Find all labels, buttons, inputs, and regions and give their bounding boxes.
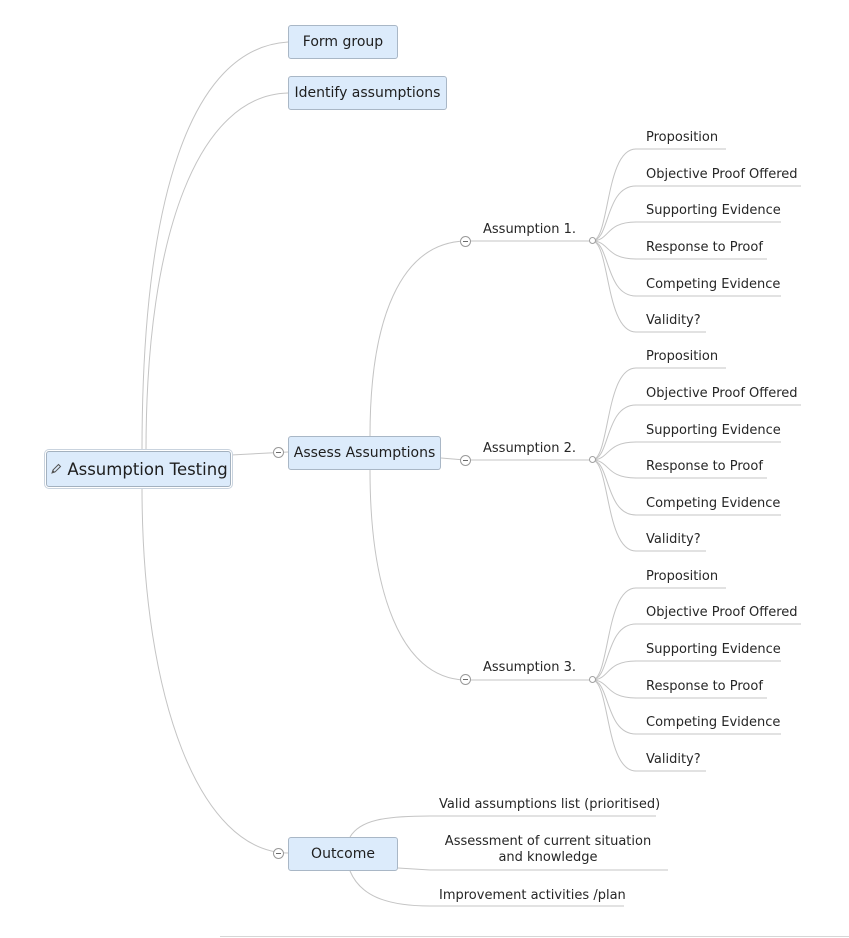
outcome-assessment[interactable]: Assessment of current situation and know… <box>444 834 652 865</box>
a2-validity[interactable]: Validity? <box>646 532 701 547</box>
fan-connector-a1 <box>591 240 637 260</box>
topic-form-group-label: Form group <box>302 34 384 50</box>
outcome-improvement[interactable]: Improvement activities /plan <box>439 888 626 903</box>
collapse-assumption-3-toggle[interactable] <box>460 674 471 685</box>
topic-form-group[interactable]: Form group <box>288 25 398 59</box>
connector-assess-a3 <box>369 469 466 681</box>
a2-objective-proof[interactable]: Objective Proof Offered <box>646 386 798 401</box>
a2-competing-evidence[interactable]: Competing Evidence <box>646 496 781 511</box>
topic-identify-label: Identify assumptions <box>294 85 441 101</box>
connector-root-identify <box>145 92 289 452</box>
assumption-2-label[interactable]: Assumption 2. <box>483 441 577 456</box>
fan-connector-a3 <box>591 679 637 735</box>
topic-identify-assumptions[interactable]: Identify assumptions <box>288 76 447 110</box>
a3-objective-proof[interactable]: Objective Proof Offered <box>646 605 798 620</box>
pencil-icon <box>49 462 63 476</box>
fan-connector-a2 <box>591 441 637 461</box>
assumption-1-label[interactable]: Assumption 1. <box>483 222 577 237</box>
fan-connector-a2 <box>591 459 637 516</box>
a1-response-to-proof[interactable]: Response to Proof <box>646 240 763 255</box>
a1-objective-proof[interactable]: Objective Proof Offered <box>646 167 798 182</box>
fan-connector-a3 <box>591 679 637 699</box>
outcome-valid-list[interactable]: Valid assumptions list (prioritised) <box>439 797 661 812</box>
assumption-3-label[interactable]: Assumption 3. <box>483 660 577 675</box>
fan-connector-a2 <box>591 459 637 552</box>
fan-connector-a2 <box>591 404 637 461</box>
a3-supporting-evidence[interactable]: Supporting Evidence <box>646 642 781 657</box>
fan-connector-a2 <box>591 459 637 479</box>
topic-outcome[interactable]: Outcome <box>288 837 398 871</box>
a2-response-to-proof[interactable]: Response to Proof <box>646 459 763 474</box>
connector-root-outcome <box>141 486 289 854</box>
branch-joint <box>589 676 596 683</box>
fan-connector-a1 <box>591 221 637 242</box>
canvas-bottom-edge <box>220 936 849 937</box>
connector-outcome-assessment <box>397 867 431 871</box>
collapse-assumption-2-toggle[interactable] <box>460 455 471 466</box>
fan-connector-a1 <box>591 185 637 242</box>
fan-connector-a1 <box>591 240 637 333</box>
a1-supporting-evidence[interactable]: Supporting Evidence <box>646 203 781 218</box>
fan-connector-a1 <box>591 148 637 242</box>
a3-response-to-proof[interactable]: Response to Proof <box>646 679 763 694</box>
a3-validity[interactable]: Validity? <box>646 752 701 767</box>
fan-connector-a3 <box>591 679 637 772</box>
fan-connector-a1 <box>591 240 637 297</box>
collapse-outcome-toggle[interactable] <box>273 848 284 859</box>
fan-connector-a3 <box>591 623 637 681</box>
branch-joint <box>589 237 596 244</box>
a1-proposition[interactable]: Proposition <box>646 130 719 145</box>
a3-proposition[interactable]: Proposition <box>646 569 719 584</box>
connector-root-form-group <box>141 41 289 452</box>
collapse-assess-toggle[interactable] <box>273 447 284 458</box>
a1-validity[interactable]: Validity? <box>646 313 701 328</box>
a2-supporting-evidence[interactable]: Supporting Evidence <box>646 423 781 438</box>
branch-joint <box>589 456 596 463</box>
fan-connector-a2 <box>591 367 637 461</box>
topic-outcome-label: Outcome <box>311 846 375 862</box>
connector-assess-a1 <box>369 240 466 437</box>
root-topic[interactable]: Assumption Testing <box>46 451 231 487</box>
connector-outcome-improvement <box>349 870 431 907</box>
topic-assess-assumptions[interactable]: Assess Assumptions <box>288 436 441 470</box>
fan-connector-a3 <box>591 587 637 681</box>
connector-outcome-valid <box>349 815 431 838</box>
root-topic-label: Assumption Testing <box>67 459 228 479</box>
a1-competing-evidence[interactable]: Competing Evidence <box>646 277 781 292</box>
a2-proposition[interactable]: Proposition <box>646 349 719 364</box>
collapse-assumption-1-toggle[interactable] <box>460 236 471 247</box>
topic-assess-label: Assess Assumptions <box>293 445 436 461</box>
a3-competing-evidence[interactable]: Competing Evidence <box>646 715 781 730</box>
fan-connector-a3 <box>591 660 637 681</box>
